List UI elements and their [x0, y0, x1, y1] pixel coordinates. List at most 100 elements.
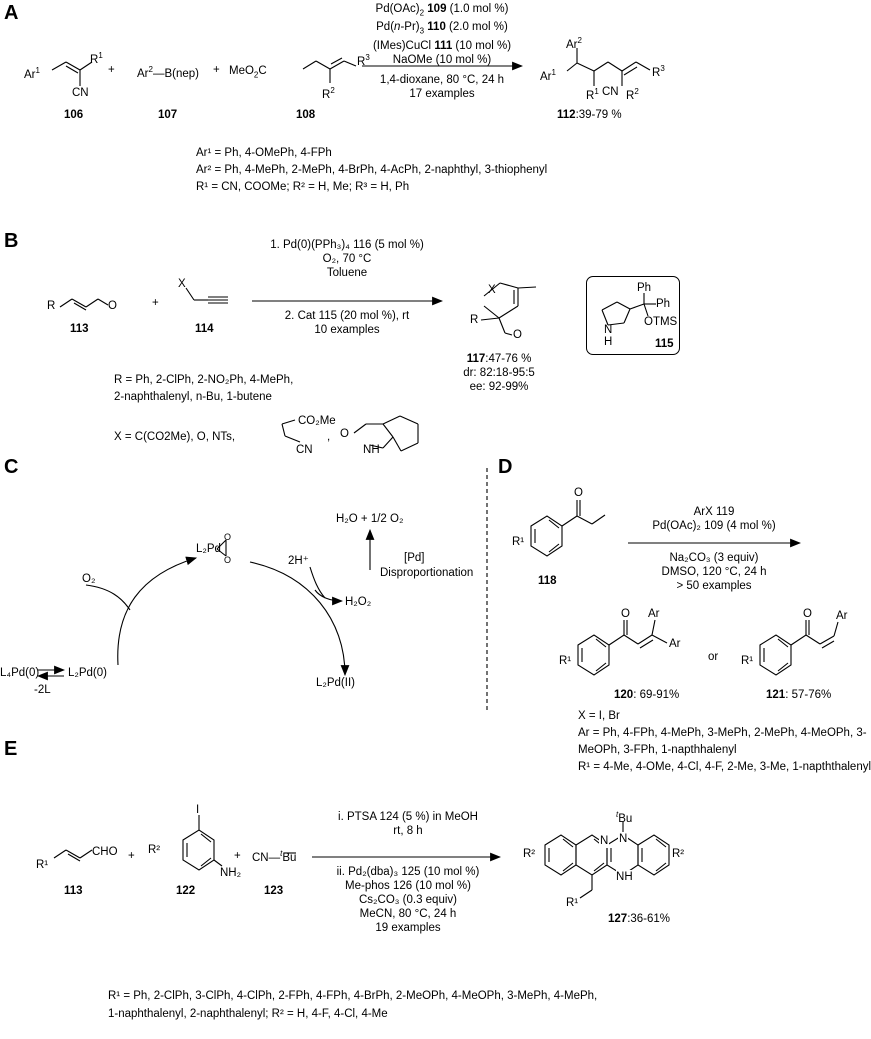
- or-label: or: [708, 651, 719, 663]
- plus-sign: +: [213, 64, 220, 76]
- p117-x: X: [488, 284, 496, 296]
- oxindole-o: O: [340, 428, 349, 440]
- compound-107: 107: [158, 109, 178, 121]
- note-line: R¹ = Ph, 2-ClPh, 3-ClPh, 4-ClPh, 2-FPh, …: [108, 990, 598, 1002]
- note-line: Ar = Ph, 4-FPh, 4-MePh, 3-MePh, 2-MePh, …: [578, 727, 867, 739]
- note-line: Ar² = Ph, 4-MePh, 2-MePh, 4-BrPh, 4-AcPh…: [196, 164, 548, 176]
- p120-ar-top: Ar: [648, 608, 660, 620]
- l2pdii-label: L₂Pd(II): [316, 677, 355, 689]
- p120-ar-bot: Ar: [669, 638, 681, 650]
- ee-value: ee: 92-99%: [469, 381, 529, 393]
- e-iodo: I: [196, 804, 200, 816]
- compound-114: 114: [195, 323, 214, 335]
- p127-r2-left: R²: [523, 848, 536, 860]
- l2pd0-label: L₂Pd(0): [68, 667, 107, 679]
- bond: [51, 61, 67, 71]
- co2me-label: CO₂Me: [298, 415, 336, 427]
- r2-label: R2: [322, 86, 335, 101]
- cn-substituent: CN: [296, 444, 313, 456]
- note-line: 1-naphthalenyl, 2-naphthalenyl; R² = H, …: [108, 1008, 388, 1020]
- p121-ar: Ar: [836, 610, 848, 622]
- l4pd-label: L₄Pd(0): [0, 667, 40, 679]
- condition-line: > 50 examples: [676, 580, 752, 592]
- compound-106: 106: [64, 109, 84, 121]
- cat-n: N: [604, 324, 613, 336]
- ester-label: MeO2C: [229, 65, 267, 80]
- p120-o: O: [621, 608, 630, 620]
- product-117-info: 117:47-76 % dr: 82:18-95:5 ee: 92-99%: [440, 352, 558, 394]
- p127-n-tbu: N: [618, 832, 629, 846]
- conditions-a: Pd(OAc)2 109 (1.0 mol %) Pd(n-Pr)3 110 (…: [372, 2, 512, 67]
- compound-118: 118: [538, 575, 557, 587]
- r1-label: R¹: [512, 536, 525, 548]
- condition-line: Pd(n-Pr)3 110 (2.0 mol %): [376, 21, 508, 36]
- p-ar2: Ar2: [566, 36, 582, 51]
- condition-line: 2. Cat 115 (20 mol %), rt: [284, 310, 410, 322]
- p120-r1: R¹: [559, 655, 572, 667]
- note-line: R = Ph, 2-ClPh, 2-NO₂Ph, 4-MePh,: [114, 374, 294, 386]
- peroxo-pd-label: L₂Pd: [196, 543, 221, 555]
- r3-label: R3: [357, 53, 370, 68]
- panel-label-a: A: [4, 2, 19, 24]
- p127-r1: R¹: [566, 897, 579, 909]
- e-r2: R²: [148, 844, 161, 856]
- p127-tbu: tBu: [616, 810, 633, 825]
- p127-r2-right: R²: [672, 848, 685, 860]
- condition-line: Na₂CO₃ (3 equiv): [669, 552, 759, 564]
- e-isocyanide: CN—tBu: [252, 849, 297, 864]
- o2-label: O₂: [82, 573, 96, 585]
- p-r2: R2: [626, 87, 639, 102]
- condition-line: 17 examples: [409, 88, 475, 100]
- minus-2l: -2L: [34, 684, 51, 696]
- r1-label: R1: [90, 51, 103, 66]
- condition-line: (IMes)CuCl 111 (10 mol %): [372, 39, 512, 52]
- peroxo-o-top: O: [224, 532, 232, 542]
- comma: ,: [327, 431, 331, 443]
- compound-108: 108: [296, 109, 316, 121]
- pd-label: [Pd]: [404, 552, 425, 564]
- condition-line: Me-phos 126 (10 mol %): [345, 880, 471, 892]
- water-oxygen-label: H₂O + 1/2 O₂: [336, 513, 404, 525]
- r-label: R: [47, 300, 56, 312]
- p-r3: R3: [652, 64, 665, 79]
- compound-121: 121: 57-76%: [766, 689, 832, 701]
- condition-line: Cs₂CO₃ (0.3 equiv): [359, 894, 457, 906]
- panel-label-d: D: [498, 456, 513, 478]
- e-r1: R¹: [36, 859, 49, 871]
- plus-sign: +: [128, 850, 135, 862]
- cat-ph1: Ph: [637, 282, 652, 294]
- condition-line: 1. Pd(0)(PPh₃)₄ 116 (5 mol %): [270, 239, 424, 251]
- conditions-a-below: 1,4-dioxane, 80 °C, 24 h 17 examples: [372, 73, 512, 101]
- proton-label: 2H⁺: [288, 555, 309, 567]
- dr-value: dr: 82:18-95:5: [463, 367, 535, 379]
- p117-r: R: [470, 314, 479, 326]
- note-line: X = I, Br: [578, 710, 620, 722]
- catalyst-115-label: 115: [655, 338, 674, 350]
- conditions-d: ArX 119 Pd(OAc)₂ 109 (4 mol %): [634, 505, 794, 533]
- o-label: O: [108, 300, 117, 312]
- h2o2-label: H₂O₂: [345, 596, 372, 608]
- note-line: 2-naphthalenyl, n-Bu, 1-butene: [114, 391, 272, 403]
- cat-h: H: [604, 336, 613, 348]
- condition-line: Toluene: [326, 267, 368, 279]
- catalyst-115-box: [586, 276, 680, 355]
- p127-n: N: [599, 834, 610, 848]
- p127-nh: NH: [616, 870, 633, 884]
- p-ar1: Ar1: [540, 68, 556, 83]
- plus-sign: +: [108, 64, 115, 76]
- condition-line: Pd(OAc)2 109 (1.0 mol %): [375, 3, 509, 18]
- peroxo-o-bot: O: [224, 555, 232, 565]
- compound-117: 117:47-76 %: [466, 353, 532, 365]
- condition-line: ii. Pd₂(dba)₃ 125 (10 mol %): [336, 866, 480, 878]
- oxindole-nh: NH: [363, 444, 380, 456]
- p121-r1: R¹: [741, 655, 754, 667]
- compound-122: 122: [176, 885, 196, 897]
- condition-line: rt, 8 h: [393, 825, 423, 837]
- x-label: X: [178, 278, 186, 290]
- plus-sign: +: [234, 850, 241, 862]
- condition-line: Pd(OAc)₂ 109 (4 mol %): [652, 520, 776, 532]
- condition-line: 10 examples: [314, 324, 380, 336]
- ar1-label: Ar1: [24, 66, 40, 81]
- conditions-e-top: i. PTSA 124 (5 %) in MeOH rt, 8 h: [320, 810, 496, 838]
